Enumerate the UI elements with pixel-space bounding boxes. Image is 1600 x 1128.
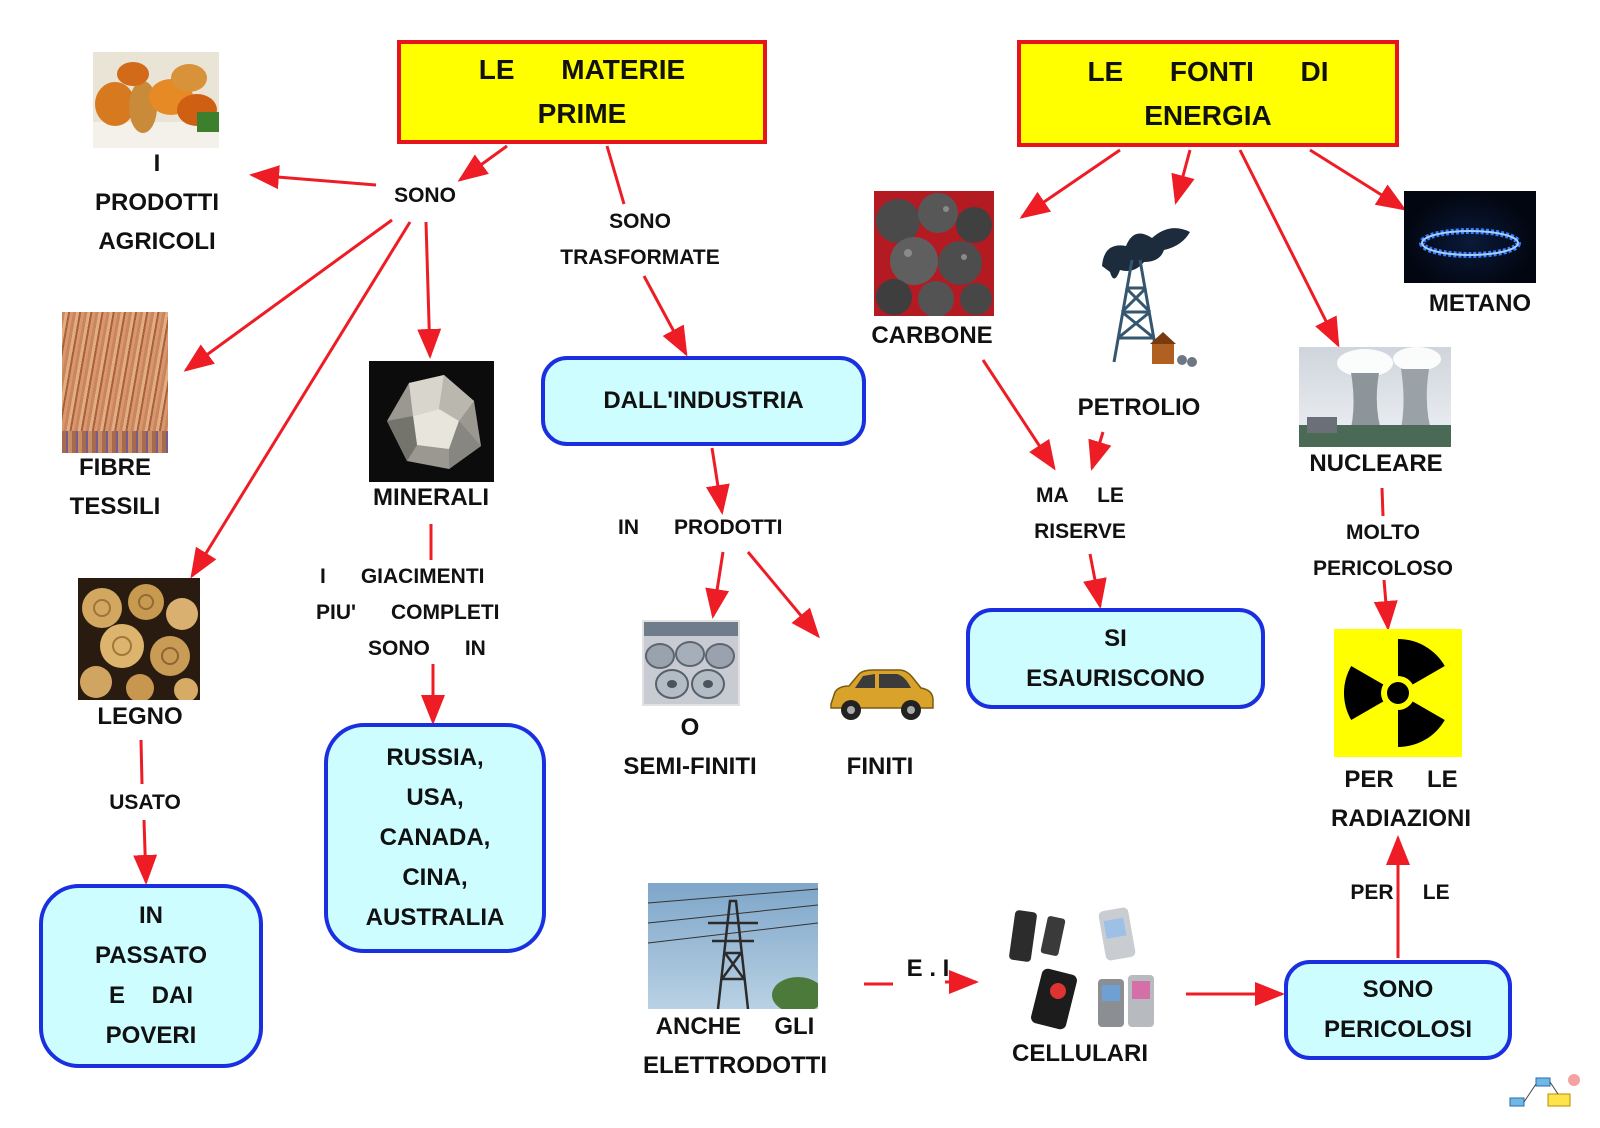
link-e-i: E . I: [906, 955, 950, 982]
box-paesi: RUSSIA, USA, CANADA, CINA, AUSTRALIA: [324, 723, 546, 953]
arrow-legno-to-usato: [139, 739, 144, 785]
label-finiti: FINITI: [846, 753, 914, 780]
link-molto-pericoloso: MOLTO PERICOLOSO: [1312, 521, 1454, 580]
label-nucleare: NUCLEARE: [1309, 450, 1443, 477]
arrow-molto-to-radiation: [1373, 579, 1398, 631]
arrow-energia-to-metano: [1309, 148, 1407, 211]
arrow-prodotti-to-finiti: [746, 551, 820, 639]
arrow-sono-to-legno: [190, 221, 412, 579]
arrow-materie-to-trasformate: [605, 145, 626, 205]
title-line: LE MATERIE: [478, 54, 686, 85]
arrow-energia-to-nucleare: [1238, 149, 1340, 348]
arrow-nucleare-to-molto: [1380, 487, 1385, 517]
label-minerali: MINERALI: [373, 484, 489, 511]
label-elettrodotti: ANCHE GLI ELETTRODOTTI: [643, 1013, 827, 1079]
title-line: PRIME: [537, 98, 627, 129]
mineral-crystal-photo-icon: [369, 361, 494, 482]
title-fonti-energia: LE FONTI DI ENERGIA: [1017, 40, 1399, 147]
box-esauriscono: SI ESAURISCONO: [966, 608, 1265, 709]
label-carbone: CARBONE: [871, 322, 993, 349]
link-sono-trasformate: SONO TRASFORMATE: [560, 210, 720, 269]
arrow-sono-to-fibre: [183, 218, 393, 372]
wood-logs-photo-icon: [78, 578, 200, 700]
arrow-materie-to-sono: [457, 144, 508, 182]
mind-map-logo-icon: [1508, 1070, 1584, 1116]
label-fibre-tessili: FIBRE TESSILI: [69, 454, 161, 520]
arrow-energia-to-carbone: [1019, 148, 1121, 219]
title-line: ENERGIA: [1144, 99, 1272, 131]
steel-coils-photo-icon: [642, 620, 740, 706]
label-radiazioni: PER LE RADIAZIONI: [1331, 766, 1471, 832]
mobile-phones-icon: [1006, 905, 1156, 1030]
arrow-trasformate-to-industria: [642, 275, 688, 357]
link-per-le: PER LE: [1350, 881, 1450, 904]
car-icon: [825, 664, 937, 726]
arrow-petrolio-to-riserve: [1088, 431, 1112, 471]
box-passato: IN PASSATO E DAI POVERI: [39, 884, 263, 1068]
link-sono: SONO: [394, 184, 456, 207]
label-prodotti-agricoli: I PRODOTTI AGRICOLI: [95, 150, 219, 255]
arrow-sono-to-minerali: [417, 221, 442, 359]
title-materie-prime: LE MATERIE PRIME: [397, 40, 767, 144]
link-in-prodotti: IN PRODOTTI: [618, 516, 783, 539]
arrow-carbone-to-riserve: [981, 359, 1056, 471]
coal-photo-icon: [874, 191, 994, 316]
vegetables-photo-icon: [93, 52, 219, 148]
arrow-prodotti-to-semifiniti: [705, 551, 730, 619]
textile-fibres-photo-icon: [62, 312, 168, 453]
radiation-symbol-icon: [1334, 629, 1462, 757]
arrow-industria-to-prodotti: [705, 447, 730, 515]
gas-flame-photo-icon: [1404, 191, 1536, 283]
label-legno: LEGNO: [97, 703, 183, 730]
box-pericolosi: SONO PERICOLOSI: [1284, 960, 1512, 1060]
link-usato: USATO: [109, 791, 181, 814]
power-pylon-photo-icon: [648, 883, 818, 1009]
arrow-energia-to-petrolio: [1171, 149, 1195, 205]
cooling-towers-photo-icon: [1299, 347, 1451, 447]
box-dall-industria: DALL'INDUSTRIA: [541, 356, 866, 446]
arrow-riserve-to-esauriscono: [1083, 553, 1107, 609]
title-line: LE FONTI DI: [1087, 55, 1329, 87]
link-ma-le-riserve: MA LE RISERVE: [1034, 484, 1126, 543]
label-semi-finiti: O SEMI-FINITI: [623, 714, 757, 780]
arrow-usato-to-passato: [133, 819, 158, 885]
link-giacimenti: I GIACIMENTI PIU' COMPLETI SONO IN: [316, 565, 500, 660]
label-cellulari: CELLULARI: [1012, 1040, 1148, 1067]
label-petrolio: PETROLIO: [1077, 394, 1201, 421]
oil-derrick-icon: [1074, 212, 1204, 382]
label-metano: METANO: [1428, 290, 1532, 317]
arrow-sono-to-agricoli: [249, 165, 377, 190]
